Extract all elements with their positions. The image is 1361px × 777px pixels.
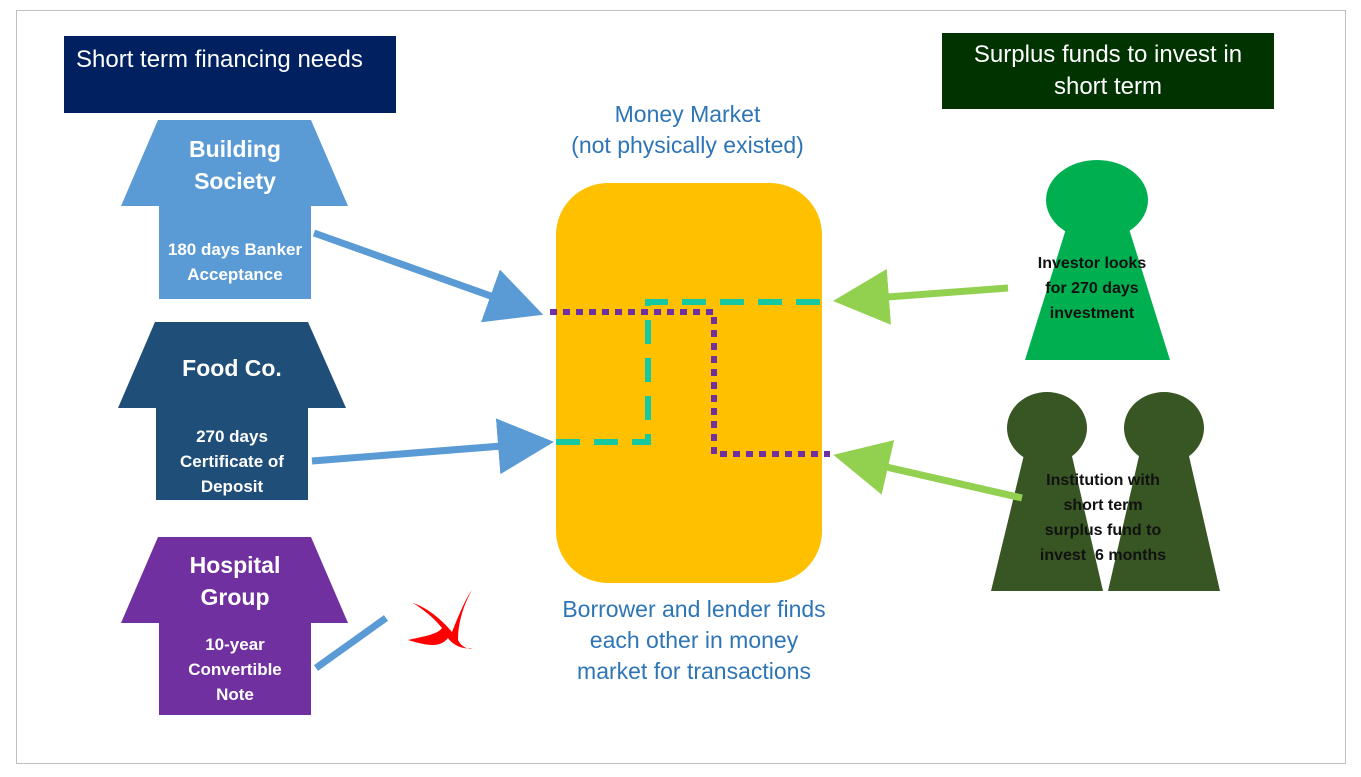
- institution-label-line2: short term: [1063, 497, 1143, 514]
- money-market-box: [556, 183, 822, 583]
- building-society-title-line1: Building: [189, 136, 281, 162]
- money-market-title: Money Market (not physically existed): [540, 99, 835, 161]
- hospital-group-title: Hospital Group: [122, 549, 348, 613]
- surplus-funds-header-line2: short term: [1053, 73, 1163, 100]
- food-co-title-line1: Food Co.: [182, 355, 282, 381]
- money-market-title-line2: (not physically existed): [571, 132, 804, 158]
- hospital-group-title-line2: Group: [200, 584, 270, 610]
- food-co-detail-line1: 270 days: [196, 427, 268, 446]
- hospital-group-title-line1: Hospital: [189, 552, 281, 578]
- building-society-arrow: [312, 229, 544, 323]
- institution-label-line1: Institution with: [1046, 472, 1160, 489]
- building-society-title-line2: Society: [194, 168, 276, 194]
- institution-label-line3: surplus fund to: [1044, 522, 1162, 539]
- hospital-group-line: [313, 615, 389, 671]
- investor-pawn-icon: [1025, 160, 1170, 360]
- food-co-detail-line2: Certificate of: [180, 452, 284, 471]
- institution-pawns-icon: [991, 392, 1220, 591]
- hospital-group-shape: [121, 537, 348, 715]
- building-society-detail-line1: 180 days Banker: [167, 240, 303, 259]
- building-society-detail-line2: Acceptance: [187, 265, 283, 284]
- investor-label-line1: Investor looks: [1037, 255, 1147, 272]
- institution-label-line4: invest 6 months: [1039, 547, 1167, 564]
- food-co-detail-line3: Deposit: [200, 477, 264, 496]
- investor-arrow: [833, 268, 1009, 325]
- hospital-group-detail-line3: Note: [216, 685, 254, 704]
- money-market-caption-line3: market for transactions: [577, 658, 811, 684]
- financing-needs-header-text: Short term financing needs: [76, 46, 363, 73]
- building-society-title: Building Society: [122, 133, 348, 197]
- money-market-caption-line2: each other in money: [589, 627, 799, 653]
- money-market-title-line1: Money Market: [614, 101, 761, 127]
- institution-label: Institution with short term surplus fund…: [1022, 468, 1184, 568]
- food-co-detail: 270 days Certificate of Deposit: [156, 424, 308, 499]
- building-society-detail: 180 days Banker Acceptance: [159, 237, 311, 287]
- food-co-arrow: [311, 418, 554, 475]
- cross-mark-icon: [408, 590, 472, 649]
- institution-arrow: [833, 440, 1023, 502]
- purple-match-path: [550, 309, 830, 457]
- hospital-group-detail-line2: Convertible: [188, 660, 282, 679]
- surplus-funds-header-line1: Surplus funds to invest in: [973, 41, 1243, 68]
- financing-needs-header: Short term financing needs: [64, 36, 396, 113]
- money-market-caption: Borrower and lender finds each other in …: [520, 594, 868, 687]
- investor-label-line3: investment: [1049, 305, 1135, 322]
- hospital-group-detail-line1: 10-year: [205, 635, 265, 654]
- food-co-title: Food Co.: [118, 352, 346, 384]
- food-co-shape: [118, 322, 346, 500]
- investor-label-line2: for 270 days: [1045, 280, 1139, 297]
- teal-match-path: [556, 299, 830, 445]
- investor-label: Investor looks for 270 days investment: [1022, 251, 1162, 326]
- slide-frame: [16, 10, 1346, 764]
- building-society-shape: [121, 120, 348, 299]
- surplus-funds-header: Surplus funds to invest in short term: [942, 33, 1274, 109]
- money-market-caption-line1: Borrower and lender finds: [562, 596, 826, 622]
- hospital-group-detail: 10-year Convertible Note: [159, 632, 311, 707]
